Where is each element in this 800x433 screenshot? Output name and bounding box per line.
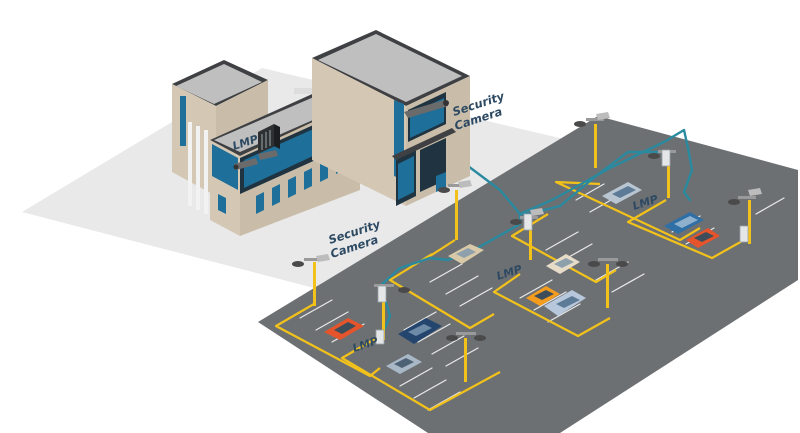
cars <box>324 182 720 374</box>
van-silver-top <box>602 182 642 204</box>
van-light-blue <box>544 290 586 316</box>
lmp-boxes <box>375 149 749 345</box>
car-orange-center <box>526 286 560 306</box>
building-lmp-box <box>258 124 280 154</box>
car-silver <box>386 354 422 374</box>
security-camera-icon <box>404 100 449 118</box>
car-red <box>324 318 364 340</box>
parking-lot <box>258 116 798 433</box>
light-poles <box>292 112 762 382</box>
car-cream <box>546 254 580 274</box>
van-navy <box>398 318 442 344</box>
car-orange-right <box>686 228 720 248</box>
van-blue-right <box>664 212 704 234</box>
car-beige <box>448 244 484 264</box>
building-camera-left-icon <box>233 150 278 170</box>
